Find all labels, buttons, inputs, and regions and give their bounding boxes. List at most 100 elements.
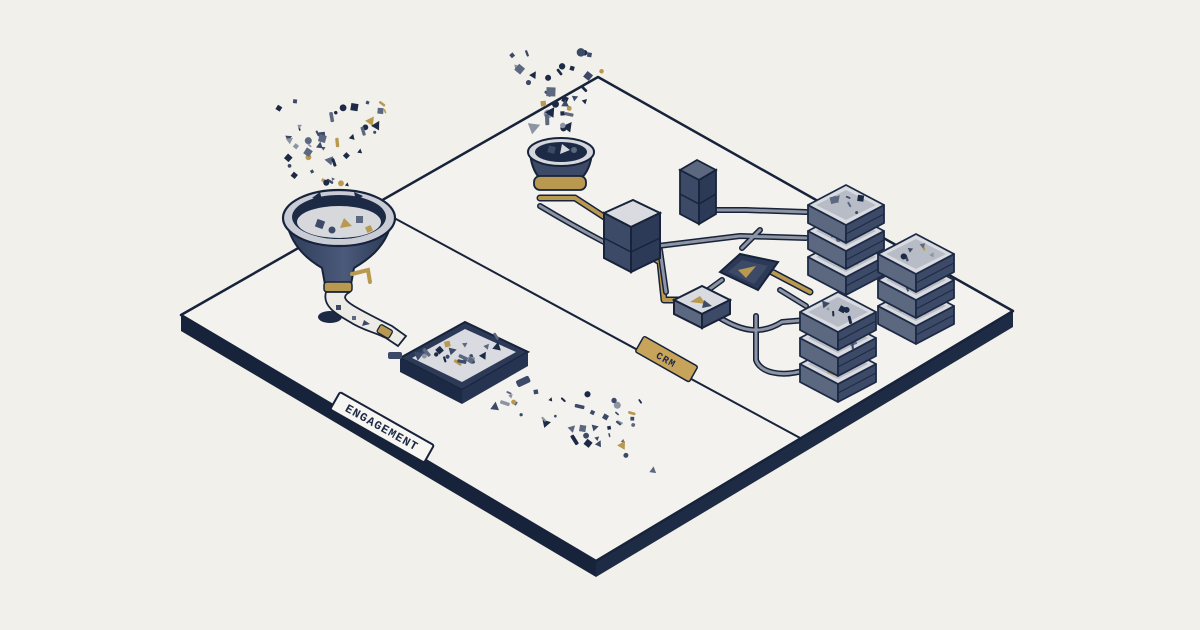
confetti-piece [514,63,526,75]
confetti-piece [334,110,338,115]
confetti-piece [826,306,830,311]
confetti-piece [458,354,469,361]
confetti-piece [545,113,550,126]
confetti-piece [527,123,541,135]
confetti-piece [297,124,302,129]
confetti-piece [414,351,424,361]
server-stack-icon-right [877,233,955,345]
confetti-piece [483,343,489,350]
confetti-piece [845,195,851,199]
confetti-piece [562,122,572,133]
confetti-piece [290,171,298,180]
confetti-piece [855,211,859,215]
confetti-piece [509,52,516,59]
confetti-piece [548,397,553,402]
confetti-piece [500,400,510,407]
confetti-piece [373,130,377,134]
confetti-piece [607,425,612,430]
platform [179,75,1015,577]
hopper-bowl-icon [527,137,595,191]
confetti-piece [533,389,539,395]
confetti-piece [560,111,565,116]
confetti-piece [365,116,374,127]
confetti-piece [338,180,344,187]
confetti-piece [594,440,601,448]
confetti-piece [560,397,566,403]
confetti-piece [360,126,366,136]
confetti-piece [566,105,572,111]
confetti-piece [583,70,594,81]
confetti-piece [525,50,529,57]
confetti-piece [377,107,384,115]
confetti-piece [525,79,532,86]
confetti-piece [558,63,566,70]
confetti-piece [445,354,450,359]
confetti-piece [556,68,563,76]
confetti-piece [608,432,611,438]
confetti-piece [508,394,513,399]
confetti-piece [383,109,387,114]
confetti-piece [371,120,380,131]
confetti-piece [292,99,298,104]
platform-top [179,75,1015,563]
confetti-piece [315,141,323,149]
confetti-piece [304,137,312,145]
confetti-piece [350,102,359,112]
confetti-piece [448,347,457,356]
platform-left-edge [181,315,596,577]
platform-right-edge [596,311,1013,577]
confetti-piece [571,95,579,102]
confetti-piece [561,95,569,104]
confetti-piece [339,104,347,112]
tray-icon [388,320,531,404]
confetti-piece [275,104,283,112]
server-stack-icon-bottom [799,291,877,403]
confetti-piece [309,169,315,174]
zone-divider [371,205,803,440]
confetti-piece [422,347,431,357]
confetti-piece [544,107,555,118]
confetti-piece [462,342,468,348]
confetti-piece [599,68,604,74]
confetti-piece [307,143,312,148]
confetti-piece [541,416,547,422]
confetti-piece [335,137,340,148]
confetti-piece [348,133,355,140]
confetti-piece [553,414,557,418]
confetti-piece [615,411,619,416]
confetti-piece [561,99,569,107]
confetti-piece [589,409,596,416]
confetti-piece [579,424,587,433]
confetti-piece [421,353,427,359]
confetti-piece [832,310,835,317]
confetti-funnel-input [275,99,387,197]
confetti-piece [545,74,552,81]
confetti-piece [907,248,914,253]
confetti-piece [540,100,547,107]
database-icon-lower [601,198,663,274]
confetti-piece [829,195,838,205]
confetti-piece [287,163,292,168]
confetti-piece [283,153,293,163]
confetti-piece [649,466,657,474]
confetti-piece [822,300,830,309]
confetti-piece [929,252,934,258]
confetti-piece [492,341,501,351]
flow-ribbon [324,291,408,348]
confetti-piece [576,48,586,57]
confetti-piece [581,99,588,105]
confetti-piece [611,397,617,404]
confetti-piece [546,87,556,97]
confetti-piece [331,158,337,167]
confetti-piece [434,352,439,357]
confetti-piece [453,359,462,366]
confetti-bowl-input [509,48,604,135]
confetti-piece [594,436,600,442]
confetti-piece [365,100,370,105]
confetti-piece [305,154,312,161]
sorter-box-icon [671,284,733,330]
confetti-piece [617,440,626,450]
confetti-piece [435,345,444,355]
confetti-piece [847,201,852,208]
